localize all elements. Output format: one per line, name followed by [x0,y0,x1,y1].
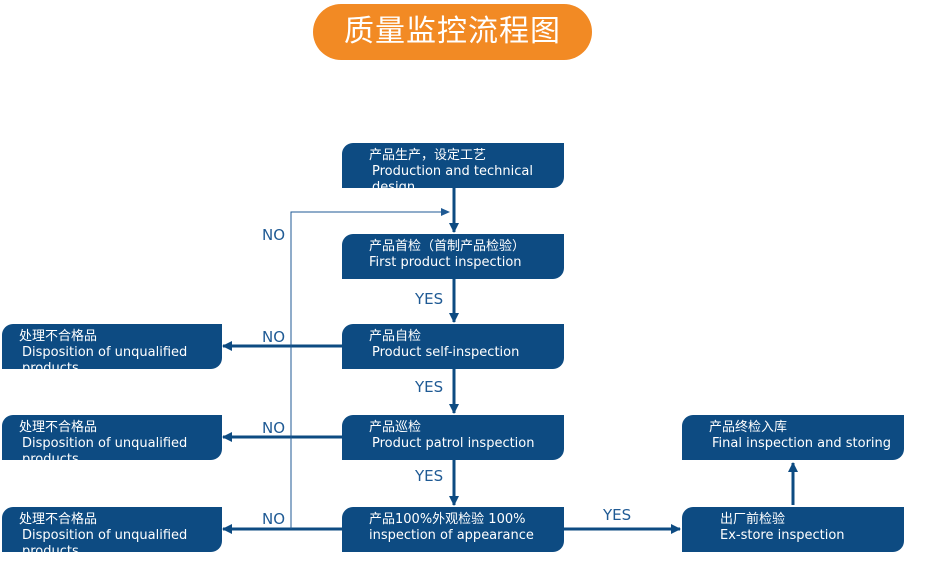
box-production-cn: 产品生产，设定工艺 [369,148,487,163]
box-patrol-inspection-cn: 产品巡检 [369,420,422,435]
box-production-en: Production and technical design [372,164,533,188]
box-disposition-1: 处理不合格品 Disposition of unqualified produc… [2,324,222,369]
box-disposition-1-en: Disposition of unqualified products [22,345,188,369]
label-no-patrol: NO [262,419,286,437]
box-final-storing-en: Final inspection and storing [712,436,892,451]
box-final-storing: 产品终检入库 Final inspection and storing [682,415,904,460]
box-ex-store-en: Ex-store inspection [720,528,845,543]
box-disposition-2: 处理不合格品 Disposition of unqualified produc… [2,415,222,460]
box-disposition-2-cn: 处理不合格品 [19,420,98,435]
box-disposition-2-en: Disposition of unqualified products [22,436,188,460]
box-disposition-3-cn: 处理不合格品 [19,512,98,527]
feedback-loop-line [290,211,442,529]
page-title: 质量监控流程图 [313,4,592,60]
box-disposition-1-cn: 处理不合格品 [19,329,98,344]
box-patrol-inspection-en: Product patrol inspection [372,436,535,451]
box-self-inspection-en: Product self-inspection [372,345,520,360]
box-appearance-inspection: 产品100%外观检验 100% inspection of appearance [342,507,564,552]
box-patrol-inspection: 产品巡检 Product patrol inspection [342,415,564,460]
box-disposition-3-en: Disposition of unqualified products [22,528,188,552]
label-no-feedback: NO [262,226,286,244]
box-self-inspection-cn: 产品自检 [369,329,422,344]
box-self-inspection: 产品自检 Product self-inspection [342,324,564,369]
label-yes-self: YES [415,378,444,396]
box-appearance-inspection-cn: 产品100%外观检验 100% [369,512,526,527]
box-ex-store-cn: 出厂前检验 [720,512,786,527]
box-first-inspection: 产品首检（首制产品检验） First product inspection [342,234,564,279]
box-first-inspection-en: First product inspection [369,255,522,270]
box-first-inspection-cn: 产品首检（首制产品检验） [369,239,526,254]
label-no-self: NO [262,328,286,346]
label-no-appearance: NO [262,510,286,528]
label-yes-first: YES [415,290,444,308]
box-appearance-inspection-en: inspection of appearance [369,528,534,543]
label-yes-right: YES [603,506,632,524]
label-yes-patrol: YES [415,467,444,485]
box-production: 产品生产，设定工艺 Production and technical desig… [342,143,564,188]
box-disposition-3: 处理不合格品 Disposition of unqualified produc… [2,507,222,552]
box-ex-store-inspection: 出厂前检验 Ex-store inspection [682,507,904,552]
feedback-loop-arrowhead [441,208,450,216]
box-final-storing-cn: 产品终检入库 [709,420,788,435]
